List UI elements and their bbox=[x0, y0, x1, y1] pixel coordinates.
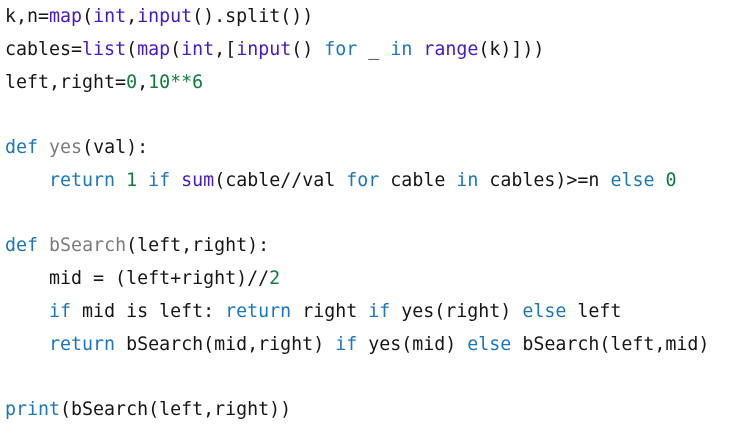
code-token-plain bbox=[5, 334, 49, 355]
code-token-builtin: map bbox=[49, 6, 83, 27]
code-line: cables=list(map(int,[input() for _ in ra… bbox=[5, 34, 740, 67]
code-token-keyword: print bbox=[5, 399, 61, 420]
code-token-plain: () bbox=[291, 38, 325, 60]
code-token-keyword: for bbox=[346, 169, 380, 191]
code-token-plain: _ bbox=[357, 38, 391, 60]
code-token-plain: ().split()) bbox=[192, 6, 314, 27]
code-line bbox=[5, 99, 740, 132]
code-token-keyword: for bbox=[324, 38, 358, 60]
code-line: mid = (left+right)//2 bbox=[5, 263, 740, 296]
code-token-plain: cables= bbox=[5, 38, 83, 60]
code-line bbox=[5, 361, 740, 394]
code-token-keyword: return bbox=[225, 300, 292, 322]
code-token-plain bbox=[654, 170, 665, 191]
code-token-keyword: in bbox=[456, 169, 479, 191]
code-token-keyword: def bbox=[5, 137, 39, 158]
code-token-keyword: return bbox=[49, 169, 116, 191]
code-token-plain: (left,right): bbox=[126, 235, 270, 257]
code-token-builtin: map bbox=[137, 38, 171, 60]
code-token-number: 2 bbox=[269, 268, 281, 289]
code-token-plain: bSearch(left,mid) bbox=[511, 333, 710, 355]
code-token-plain: yes(mid) bbox=[357, 333, 468, 355]
code-token-number: 0 bbox=[126, 71, 138, 93]
code-token-keyword: if bbox=[148, 169, 171, 191]
code-token-plain bbox=[170, 170, 181, 191]
code-token-keyword: else bbox=[610, 169, 655, 191]
code-token-number: 0 bbox=[665, 169, 677, 191]
code-token-plain: ( bbox=[82, 6, 94, 27]
code-token-plain: right bbox=[291, 300, 369, 322]
code-token-plain bbox=[5, 301, 49, 322]
code-token-keyword: return bbox=[49, 333, 116, 355]
code-token-keyword: in bbox=[390, 38, 413, 60]
code-editor[interactable]: k,n=map(int,input().split())cables=list(… bbox=[0, 0, 740, 427]
code-line: def bSearch(left,right): bbox=[5, 230, 740, 263]
code-line: print(bSearch(left,right)) bbox=[5, 394, 740, 427]
code-token-plain: left bbox=[566, 300, 622, 322]
code-line: left,right=0,10**6 bbox=[5, 67, 740, 100]
code-token-plain: , bbox=[126, 6, 138, 27]
code-token-plain bbox=[5, 170, 49, 191]
code-token-plain bbox=[137, 170, 148, 191]
code-token-keyword: if bbox=[335, 333, 358, 355]
code-token-keyword: def bbox=[5, 235, 39, 257]
code-token-builtin: sum bbox=[181, 169, 215, 191]
code-token-plain: k,n= bbox=[5, 6, 50, 27]
code-token-plain: ( bbox=[126, 38, 138, 60]
code-line: return bSearch(mid,right) if yes(mid) el… bbox=[5, 329, 740, 362]
code-token-keyword: else bbox=[522, 300, 567, 322]
code-token-plain: (k)])) bbox=[478, 38, 545, 60]
code-token-builtin: list bbox=[82, 38, 127, 60]
code-line: def yes(val): bbox=[5, 132, 740, 165]
code-token-builtin: input bbox=[236, 38, 292, 60]
code-token-defname: yes bbox=[49, 137, 83, 158]
code-token-plain bbox=[38, 137, 49, 158]
code-token-builtin: int bbox=[93, 6, 127, 27]
code-token-plain: mid is left: bbox=[71, 300, 226, 322]
code-token-plain: mid = (left+right)// bbox=[5, 268, 270, 289]
code-token-keyword: if bbox=[368, 300, 391, 322]
code-token-plain: (bSearch(left,right)) bbox=[60, 399, 292, 420]
code-token-plain bbox=[115, 170, 126, 191]
code-token-number: 10**6 bbox=[148, 71, 204, 93]
code-token-plain: cable bbox=[379, 169, 457, 191]
code-token-number: 1 bbox=[126, 169, 138, 191]
code-token-builtin: int bbox=[181, 38, 215, 60]
code-token-plain bbox=[38, 235, 49, 256]
code-token-plain: left,right= bbox=[5, 71, 127, 93]
code-token-plain: ( bbox=[170, 38, 182, 60]
code-token-plain: (val): bbox=[82, 137, 149, 158]
code-line: if mid is left: return right if yes(righ… bbox=[5, 296, 740, 329]
code-token-defname: bSearch bbox=[49, 235, 127, 257]
code-line: k,n=map(int,input().split()) bbox=[5, 1, 740, 34]
code-token-plain: (cable//val bbox=[214, 169, 347, 191]
code-token-keyword: else bbox=[467, 333, 512, 355]
code-token-builtin: range bbox=[423, 38, 479, 60]
code-token-builtin: input bbox=[137, 6, 193, 27]
code-token-plain: , bbox=[137, 71, 149, 93]
code-token-plain: cables)>=n bbox=[478, 169, 611, 191]
code-token-plain: yes(right) bbox=[390, 300, 523, 322]
code-line bbox=[5, 198, 740, 231]
code-token-plain bbox=[412, 39, 423, 60]
code-line: return 1 if sum(cable//val for cable in … bbox=[5, 165, 740, 198]
code-token-keyword: if bbox=[49, 300, 72, 322]
code-token-plain: ,[ bbox=[214, 38, 237, 60]
code-token-plain: bSearch(mid,right) bbox=[115, 333, 336, 355]
